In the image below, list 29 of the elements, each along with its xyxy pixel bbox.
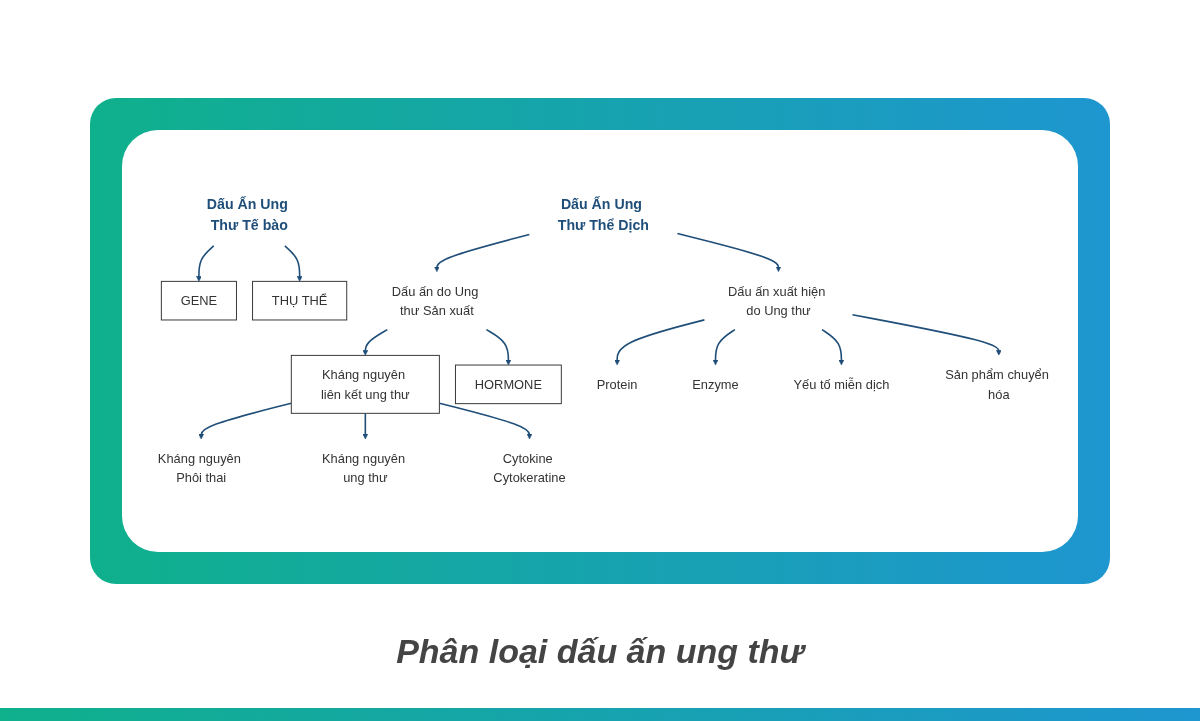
arrow — [284, 245, 303, 283]
caption: Phân loại dấu ấn ung thư — [395, 632, 807, 671]
arrow — [438, 402, 533, 440]
arrow — [198, 402, 293, 440]
arrow — [196, 245, 215, 283]
node-text: Protein — [596, 377, 638, 392]
arrow — [485, 329, 512, 366]
label-box: Kháng nguyên liên kết ung thư — [290, 355, 440, 415]
arrow — [362, 329, 389, 357]
node-text: Kháng nguyên ung thư — [322, 451, 406, 486]
node-text: Dấu ấn xuất hiện do Ung thư — [728, 284, 826, 318]
heading-text: Dấu Ấn Ung Thư Thể Dịch — [557, 196, 650, 235]
node-text: Cytokine Cytokeratine — [493, 451, 566, 486]
arrow — [614, 319, 706, 366]
arrow — [676, 233, 782, 273]
heading-text: Dấu Ấn Ung Thư Tế bào — [206, 196, 288, 235]
label-box: GENE — [160, 281, 237, 321]
node-text: Kháng nguyên Phôi thai — [157, 451, 241, 486]
label-box: HORMONE — [454, 364, 562, 405]
arrow — [821, 329, 845, 366]
label-box: THỤ THỂ — [252, 281, 348, 321]
arrow — [851, 314, 1002, 357]
arrow — [362, 412, 369, 440]
node-text: Sản phẩm chuyển hóa — [945, 368, 1049, 402]
node-text: Enzyme — [692, 377, 739, 392]
arrow — [434, 234, 531, 273]
arrow — [712, 329, 736, 366]
node-text: Yếu tố miễn dịch — [793, 377, 890, 392]
node-text: Dấu ấn do Ung thư Sản xuất — [391, 284, 479, 318]
